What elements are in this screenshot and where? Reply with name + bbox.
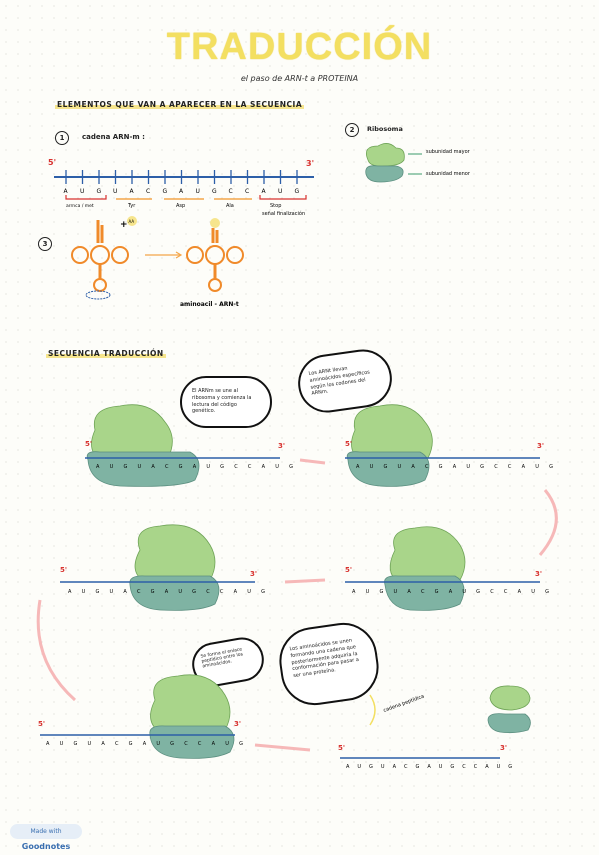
- flow-arrow-3: [284, 578, 326, 584]
- mrna-ticks: [65, 170, 298, 184]
- mrna-strand-diagram: 5' 3' A U G U A C G A U G C C A U G arrnca / met Tyr A…: [48, 158, 314, 217]
- codon-brackets: [65, 195, 307, 200]
- mrna-base: C: [229, 188, 233, 195]
- svg-text:5': 5': [345, 566, 352, 574]
- trna-uncharged: [71, 220, 129, 300]
- three-prime-label: 3': [306, 159, 314, 168]
- mrna-base: G: [212, 188, 217, 195]
- codon-label-1: arrnca / met: [66, 203, 94, 209]
- scene-6: 5' 3' A U G U A C G A U G C C A U G cade…: [338, 685, 531, 770]
- svg-text:A U G U A C G A U G C C A U G: A U G U A C G A U G C C A U G: [346, 764, 515, 770]
- stop-note: señal finalización: [262, 210, 305, 217]
- item-number-2: 2: [345, 123, 359, 137]
- scene-4: 5' 3' A U G U A C G A U G C C A U G: [60, 524, 269, 611]
- svg-text:3': 3': [500, 744, 507, 752]
- ribosome-minor-label: subunidad menor: [426, 171, 471, 177]
- peptide-label: cadena peptídica: [382, 693, 425, 714]
- scene-2: 5' 3' A U G U A C G A U G C C A U G: [345, 404, 557, 487]
- section-heading-elements: ELEMENTOS QUE VAN A APARECER EN LA SECUE…: [55, 100, 305, 109]
- ribosome-legend: subunidad mayor subunidad menor: [365, 143, 471, 183]
- mrna-base: G: [295, 188, 300, 195]
- ribosome-major-shape: [365, 143, 405, 167]
- aminoacil-label: aminoacil - ARN-t: [180, 301, 239, 308]
- svg-text:5': 5': [338, 744, 345, 752]
- svg-text:A U G U A C G A U G C C A U G: A U G U A C G A U G C C A U G: [96, 464, 297, 470]
- svg-text:3': 3': [535, 570, 542, 578]
- item1-label: cadena ARN-m :: [82, 133, 145, 141]
- item2-label: Ribosoma: [367, 125, 403, 133]
- five-prime-label: 5': [48, 158, 56, 167]
- trna-charged: [186, 218, 244, 292]
- flow-arrow-1: [299, 458, 326, 465]
- scene-1: 5' 3' A U G U A C G A U G C C A U G: [85, 404, 297, 487]
- flow-arrow-4: [36, 599, 76, 702]
- svg-text:3': 3': [234, 720, 241, 728]
- page-subtitle: el paso de ARN-t a PROTEINA: [240, 74, 359, 83]
- trna-diagram: + AA aminoacil - ARN-t: [71, 216, 244, 308]
- ribosome-minor-shape: [365, 165, 404, 183]
- ribosome-major-label: subunidad mayor: [426, 149, 471, 155]
- mrna-base: G: [163, 188, 168, 195]
- section-heading-sequence: SECUENCIA TRADUCCIÓN: [46, 349, 166, 358]
- flow-arrow-5: [254, 743, 311, 752]
- svg-text:3': 3': [250, 570, 257, 578]
- mrna-base: A: [179, 188, 184, 195]
- mrna-base: U: [278, 188, 282, 195]
- amino-acid-tag: AA: [129, 219, 135, 224]
- bubble1-text: El ARNm se une al ribosoma y comienza la…: [192, 388, 252, 415]
- svg-text:5': 5': [85, 440, 92, 448]
- mrna-base: U: [196, 188, 200, 195]
- mrna-base: U: [80, 188, 84, 195]
- page-title: TRADUCCIÓN: [166, 26, 433, 68]
- svg-text:A U G U A C G A U G C C A U G: A U G U A C G A U G C C A U G: [68, 589, 269, 595]
- scene-3: 5' 3' A U G U A C G A U G C C A U G: [345, 526, 553, 611]
- codon-label-4: Ala: [226, 203, 234, 209]
- codon-label-5: Stop: [270, 203, 281, 209]
- plus-sign: +: [120, 220, 128, 230]
- codon-label-3: Asp: [176, 203, 185, 209]
- svg-text:3': 3': [537, 442, 544, 450]
- amino-acid-dot: [127, 216, 137, 226]
- scene-5: 5' 3' A U G U A C G A U G C C A U G: [38, 674, 247, 759]
- mrna-base: A: [262, 188, 267, 195]
- flow-arrow-2: [538, 489, 558, 556]
- mrna-base: C: [245, 188, 249, 195]
- mrna-base: G: [97, 188, 102, 195]
- svg-text:A U G U A C G A U G C C A U G: A U G U A C G A U G C C A U G: [356, 464, 557, 470]
- svg-text:5': 5': [60, 566, 67, 574]
- bubble2-text: Los ARNt llevan aminoácidos específicos …: [308, 365, 371, 398]
- mrna-base: A: [64, 188, 69, 195]
- mrna-base: U: [113, 188, 117, 195]
- translation-sequence-diagram: 5' 3' A U G U A C G A U G C C A U G 5' 3…: [36, 404, 558, 770]
- svg-text:3': 3': [278, 442, 285, 450]
- svg-text:A U G U A C G A U G C C A U G: A U G U A C G A U G C C A U G: [352, 589, 553, 595]
- codon-label-2: Tyr: [127, 203, 136, 209]
- item-number-1: 1: [55, 131, 69, 145]
- codon-bracket-start: [65, 195, 107, 200]
- mrna-base: A: [130, 188, 135, 195]
- svg-text:5': 5': [345, 440, 352, 448]
- svg-text:A U G U A C G A U G C C A U G: A U G U A C G A U G C C A U G: [46, 741, 247, 747]
- speech-bubble-1: El ARNm se une al ribosoma y comienza la…: [180, 376, 272, 428]
- goodnotes-badge: Made with Goodnotes: [10, 824, 82, 851]
- svg-text:5': 5': [38, 720, 45, 728]
- codon-bracket-stop: [259, 195, 307, 200]
- mrna-base: C: [146, 188, 150, 195]
- item-number-3: 3: [38, 237, 52, 251]
